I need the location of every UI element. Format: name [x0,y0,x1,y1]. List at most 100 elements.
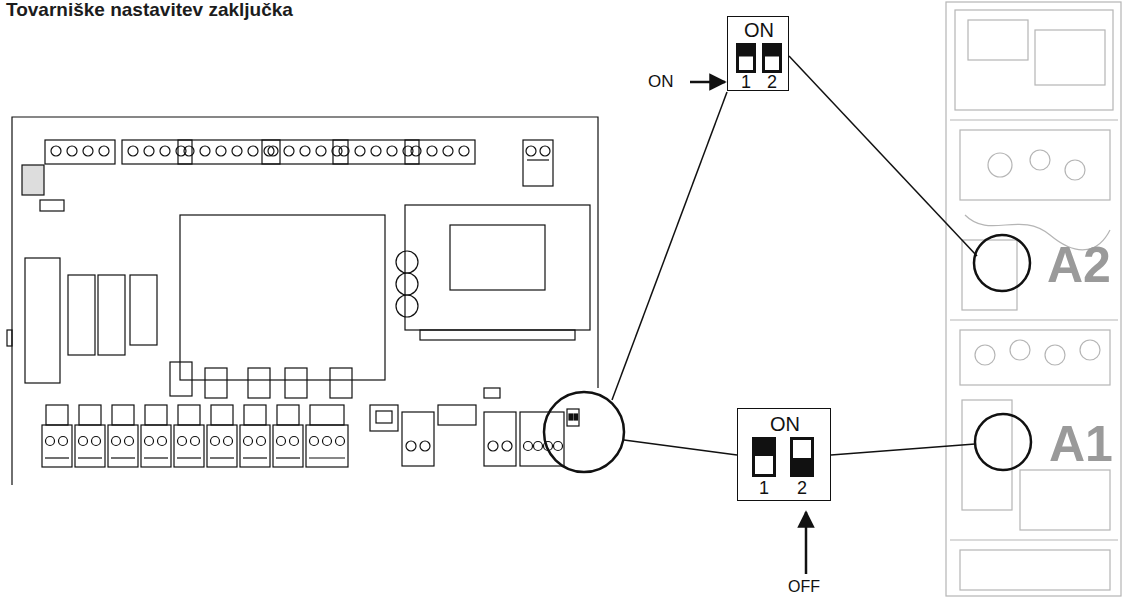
leader-line [612,56,977,455]
circuit-board [125,437,134,446]
heat-pump-unit [1065,160,1085,180]
circuit-board [22,165,44,195]
circuit-board [402,412,434,466]
circuit-board [405,140,475,164]
circuit-board [145,437,154,446]
circuit-board [178,437,187,446]
circuit-board [184,146,194,156]
heat-pump-unit [960,550,1110,590]
circuit-board [355,146,365,156]
circuit-board [92,437,101,446]
circuit-board [68,275,95,355]
circuit-board [40,200,64,211]
circuit-board [244,405,266,425]
circuit-board [207,425,237,467]
heat-pump-unit [946,2,1121,596]
circuit-board [396,295,418,317]
circuit-board [79,405,101,425]
circuit-board [45,140,475,164]
callout-circle [975,414,1031,470]
circuit-board [306,425,348,467]
circuit-board [158,437,167,446]
circuit-board [262,140,348,164]
circuit-board [502,441,512,451]
switch-number: 2 [767,73,777,91]
circuit-board [574,414,578,420]
location-label: A1 [1049,419,1113,469]
heat-pump-unit [950,119,1118,120]
circuit-board [174,425,204,467]
heat-pump-unit [960,330,1110,385]
leader-line [789,56,977,256]
circuit-board [273,425,303,467]
switch-gap [793,440,811,458]
switch-gap [755,456,773,474]
callout-circle [974,235,1030,291]
circuit-board [569,414,573,420]
circuit-board [178,405,200,425]
circuit-board [79,437,88,446]
circuit-board [224,437,233,446]
location-label: A2 [1047,240,1111,290]
circuit-board [277,437,286,446]
circuit-board [300,146,310,156]
circuit-board [333,140,419,164]
circuit-board [339,146,349,156]
leader-line [831,444,975,455]
circuit-board [290,437,299,446]
switch-on-label: ON [744,20,774,40]
circuit-board [160,146,170,156]
circuit-board [211,405,233,425]
circuit-board [323,437,332,446]
circuit-board [144,457,168,458]
circuit-board [520,412,564,466]
title: Tovarniške nastavitev zaključka [6,0,293,21]
circuit-board [534,442,543,451]
circuit-board [216,146,226,156]
switch-gap [739,57,753,71]
circuit-board [180,215,385,380]
heat-pump-unit [955,10,1113,110]
leader-line [624,440,737,455]
circuit-board [112,437,121,446]
switch-slot [736,43,756,73]
circuit-board [411,146,421,156]
circuit-board [122,140,192,164]
circuit-board [420,330,575,340]
circuit-board [178,140,280,164]
circuit-board [554,442,563,451]
circuit-board [78,457,102,458]
circuit-board [257,437,266,446]
circuit-board [248,368,270,398]
circuit-board [524,442,533,451]
circuit-board [268,146,278,156]
circuit-board [200,146,210,156]
circuit-board [45,140,115,164]
circuit-board [427,146,437,156]
heat-pump-unit [1035,30,1105,85]
leader-line [612,92,727,400]
circuit-board [111,457,135,458]
switch-slider [790,437,814,477]
circuit-board [128,146,138,156]
circuit-board [25,258,60,383]
circuit-board [396,251,418,273]
circuit-board [540,146,550,156]
circuit-board [7,117,598,485]
circuit-board [567,409,579,426]
circuit-board [406,441,416,451]
circuit-board [310,437,319,446]
switch-slider [752,437,776,477]
switch-slot [762,43,782,73]
circuit-board [130,275,157,345]
circuit-board [405,205,590,330]
circuit-board [459,146,469,156]
circuit-board [42,425,72,467]
circuit-board [12,117,598,485]
circuit-board [277,405,299,425]
circuit-board [284,146,294,156]
circuit-board [59,437,68,446]
circuit-board [51,146,61,156]
switch-number: 1 [759,479,769,497]
